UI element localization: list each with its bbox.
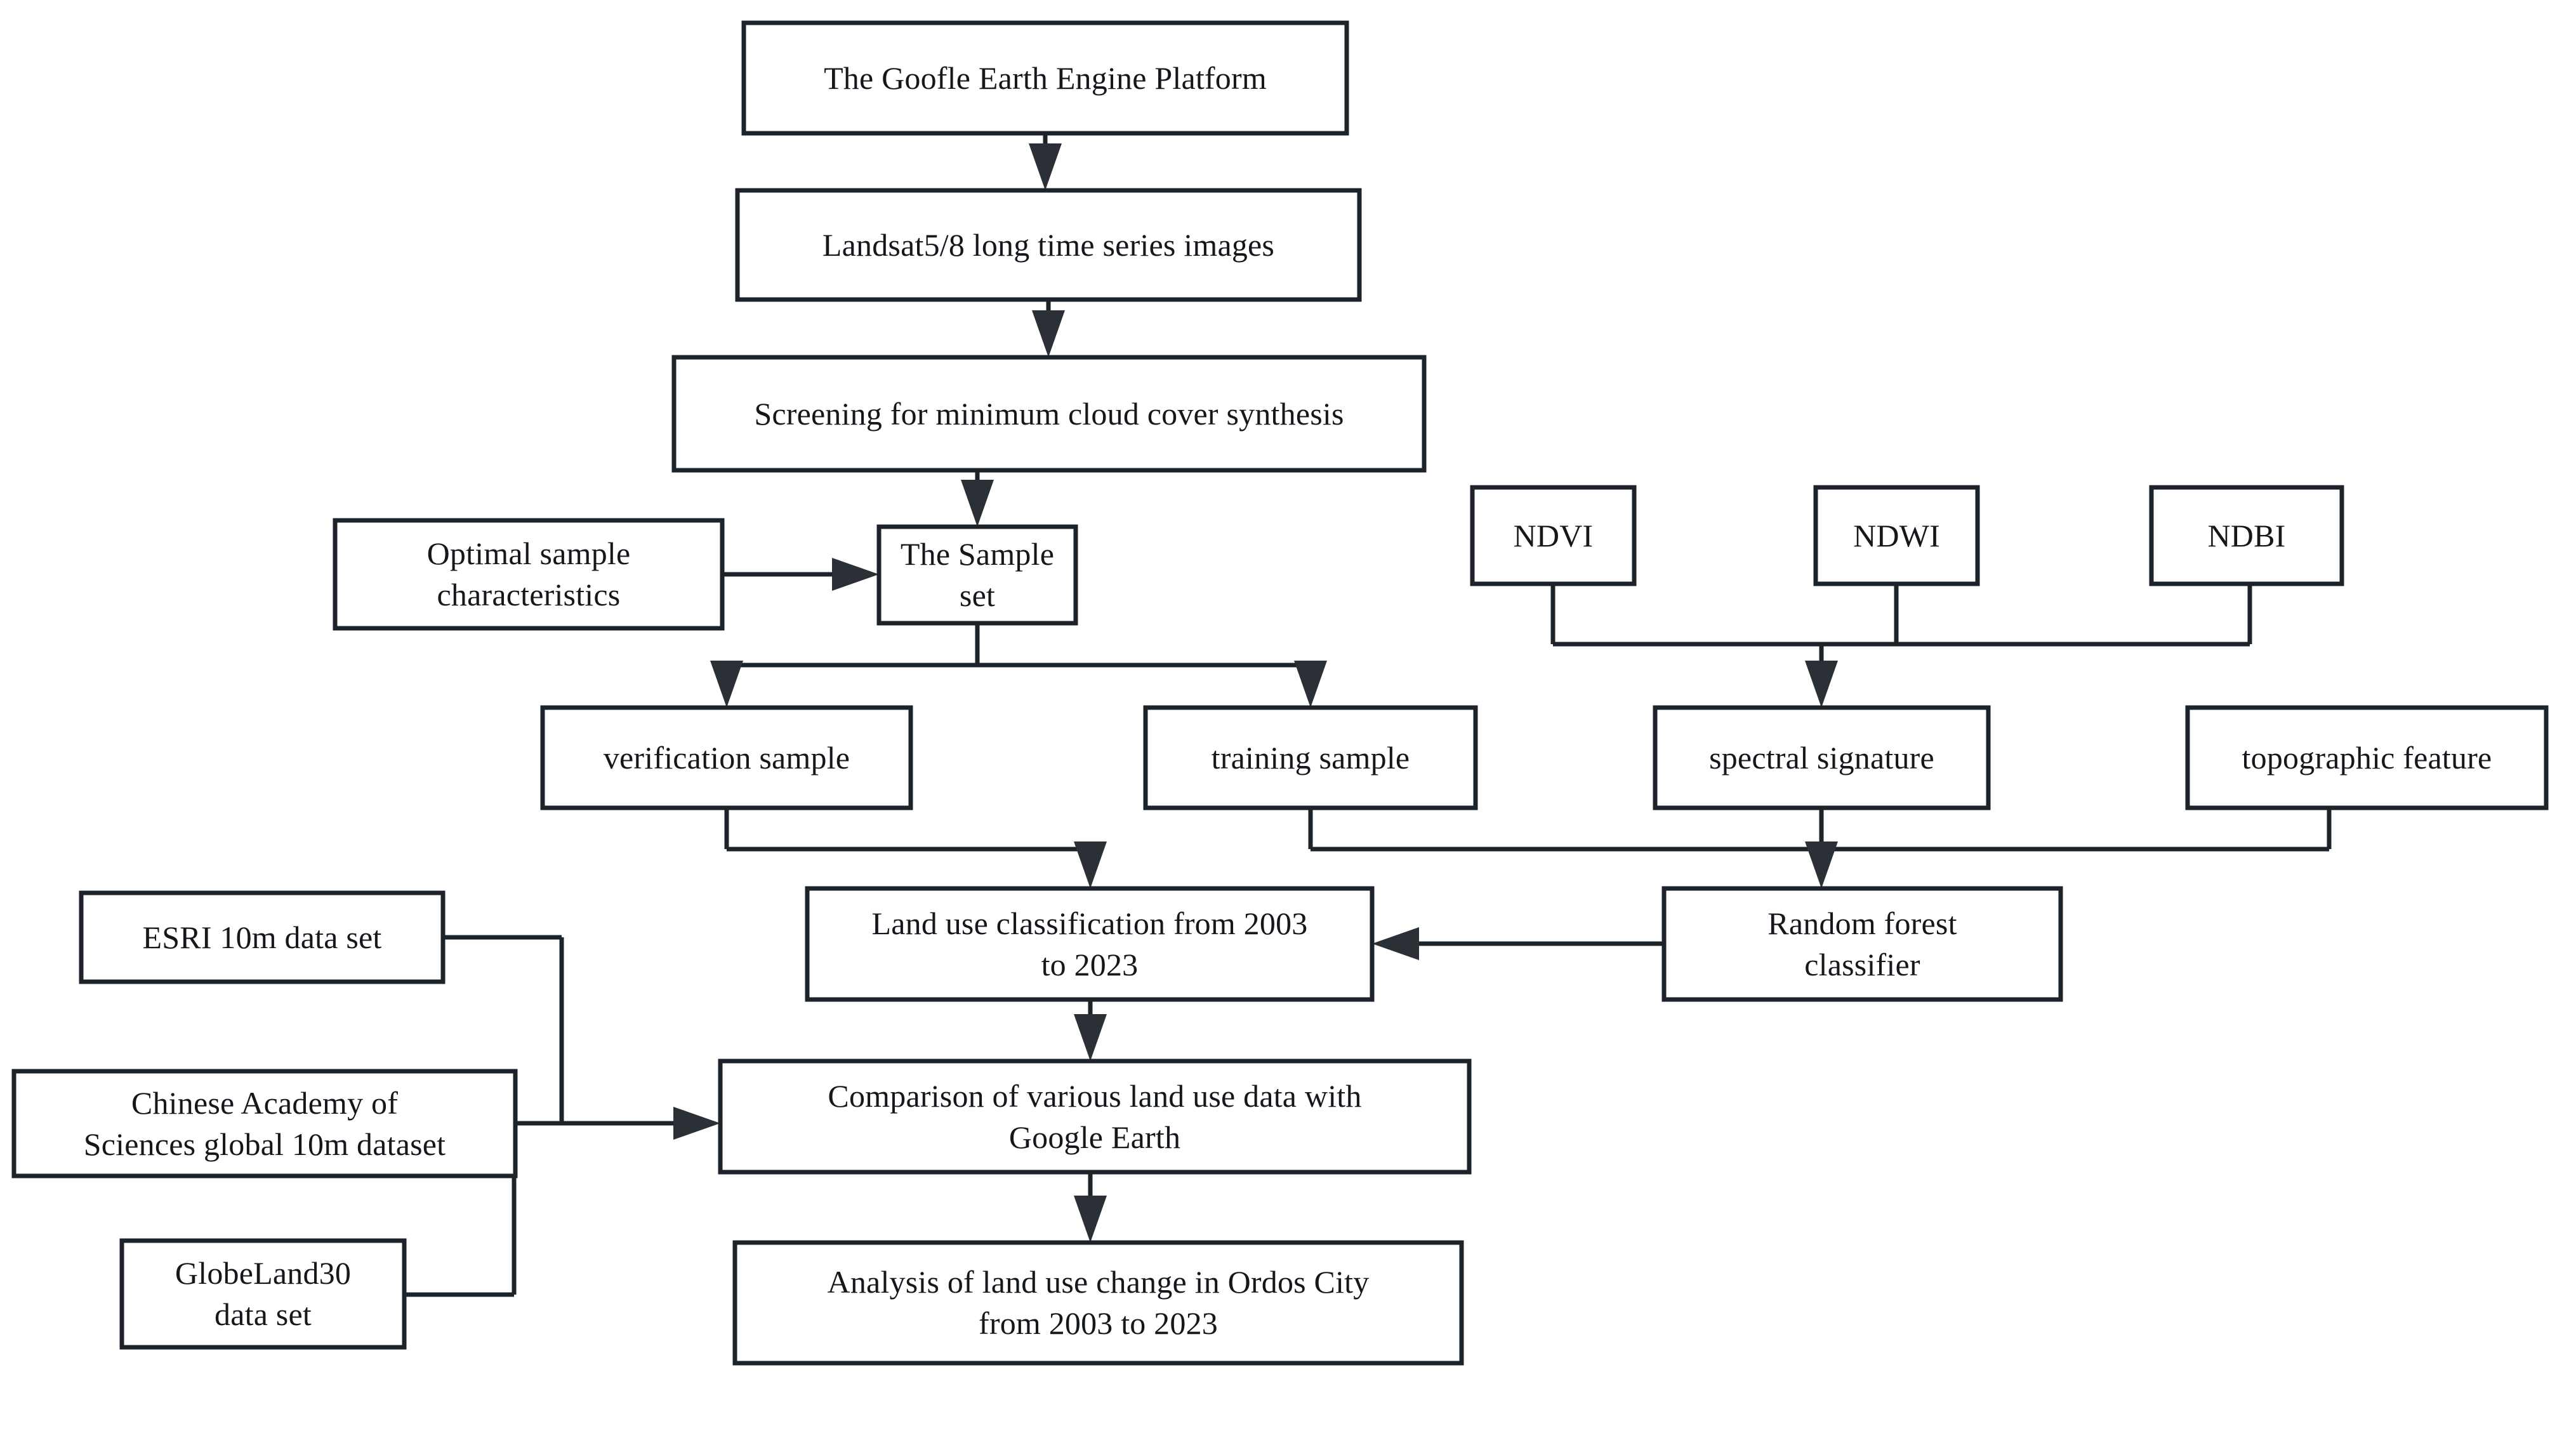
node-box-ndwi[interactable]	[1813, 485, 1980, 586]
arrowhead-indices-bus	[1805, 661, 1838, 708]
node-box-landsat[interactable]	[735, 188, 1362, 302]
edge-sampleset-split	[724, 623, 1311, 692]
node-box-gee[interactable]	[741, 20, 1349, 136]
node-box-optimal[interactable]	[333, 518, 725, 631]
arrowhead-sampleset-training	[1294, 661, 1327, 708]
edge-indices-bus	[1550, 584, 2252, 692]
node-box-ndbi[interactable]	[2149, 485, 2344, 586]
node-box-verification[interactable]	[540, 705, 913, 810]
edge-verification-landuse	[724, 808, 1093, 873]
arrowhead-sampleset-split	[710, 661, 743, 708]
edges-layer	[404, 133, 2332, 1297]
arrowhead-landuse-comparison	[1074, 1014, 1107, 1061]
arrowhead-randomforest-landuse	[1372, 927, 1419, 960]
node-box-ndvi[interactable]	[1470, 485, 1637, 586]
node-box-cas[interactable]	[11, 1069, 518, 1178]
arrowhead-gee-landsat	[1029, 143, 1062, 190]
node-box-analysis[interactable]	[732, 1240, 1464, 1366]
node-box-landuse[interactable]	[805, 886, 1375, 1002]
arrowhead-optimal-sampleset	[832, 558, 879, 591]
node-box-topographic[interactable]	[2185, 705, 2549, 810]
node-box-training[interactable]	[1143, 705, 1478, 810]
arrowhead-esri-comparison	[673, 1107, 720, 1140]
node-box-sampleset[interactable]	[876, 524, 1078, 626]
node-box-spectral[interactable]	[1653, 705, 1991, 810]
arrowhead-landsat-screening	[1032, 310, 1065, 357]
arrowhead-verification-landuse	[1074, 841, 1107, 888]
arrowhead-training-topo-rf	[1805, 841, 1838, 888]
node-box-screening[interactable]	[671, 355, 1427, 473]
arrowhead-comparison-analysis	[1074, 1196, 1107, 1243]
node-box-globeland[interactable]	[119, 1238, 407, 1350]
node-box-randomforest[interactable]	[1661, 886, 2063, 1002]
arrowhead-screening-sampleset	[961, 480, 994, 527]
node-box-comparison[interactable]	[718, 1059, 1472, 1175]
node-box-esri[interactable]	[79, 890, 446, 984]
nodes-layer	[11, 20, 2549, 1366]
